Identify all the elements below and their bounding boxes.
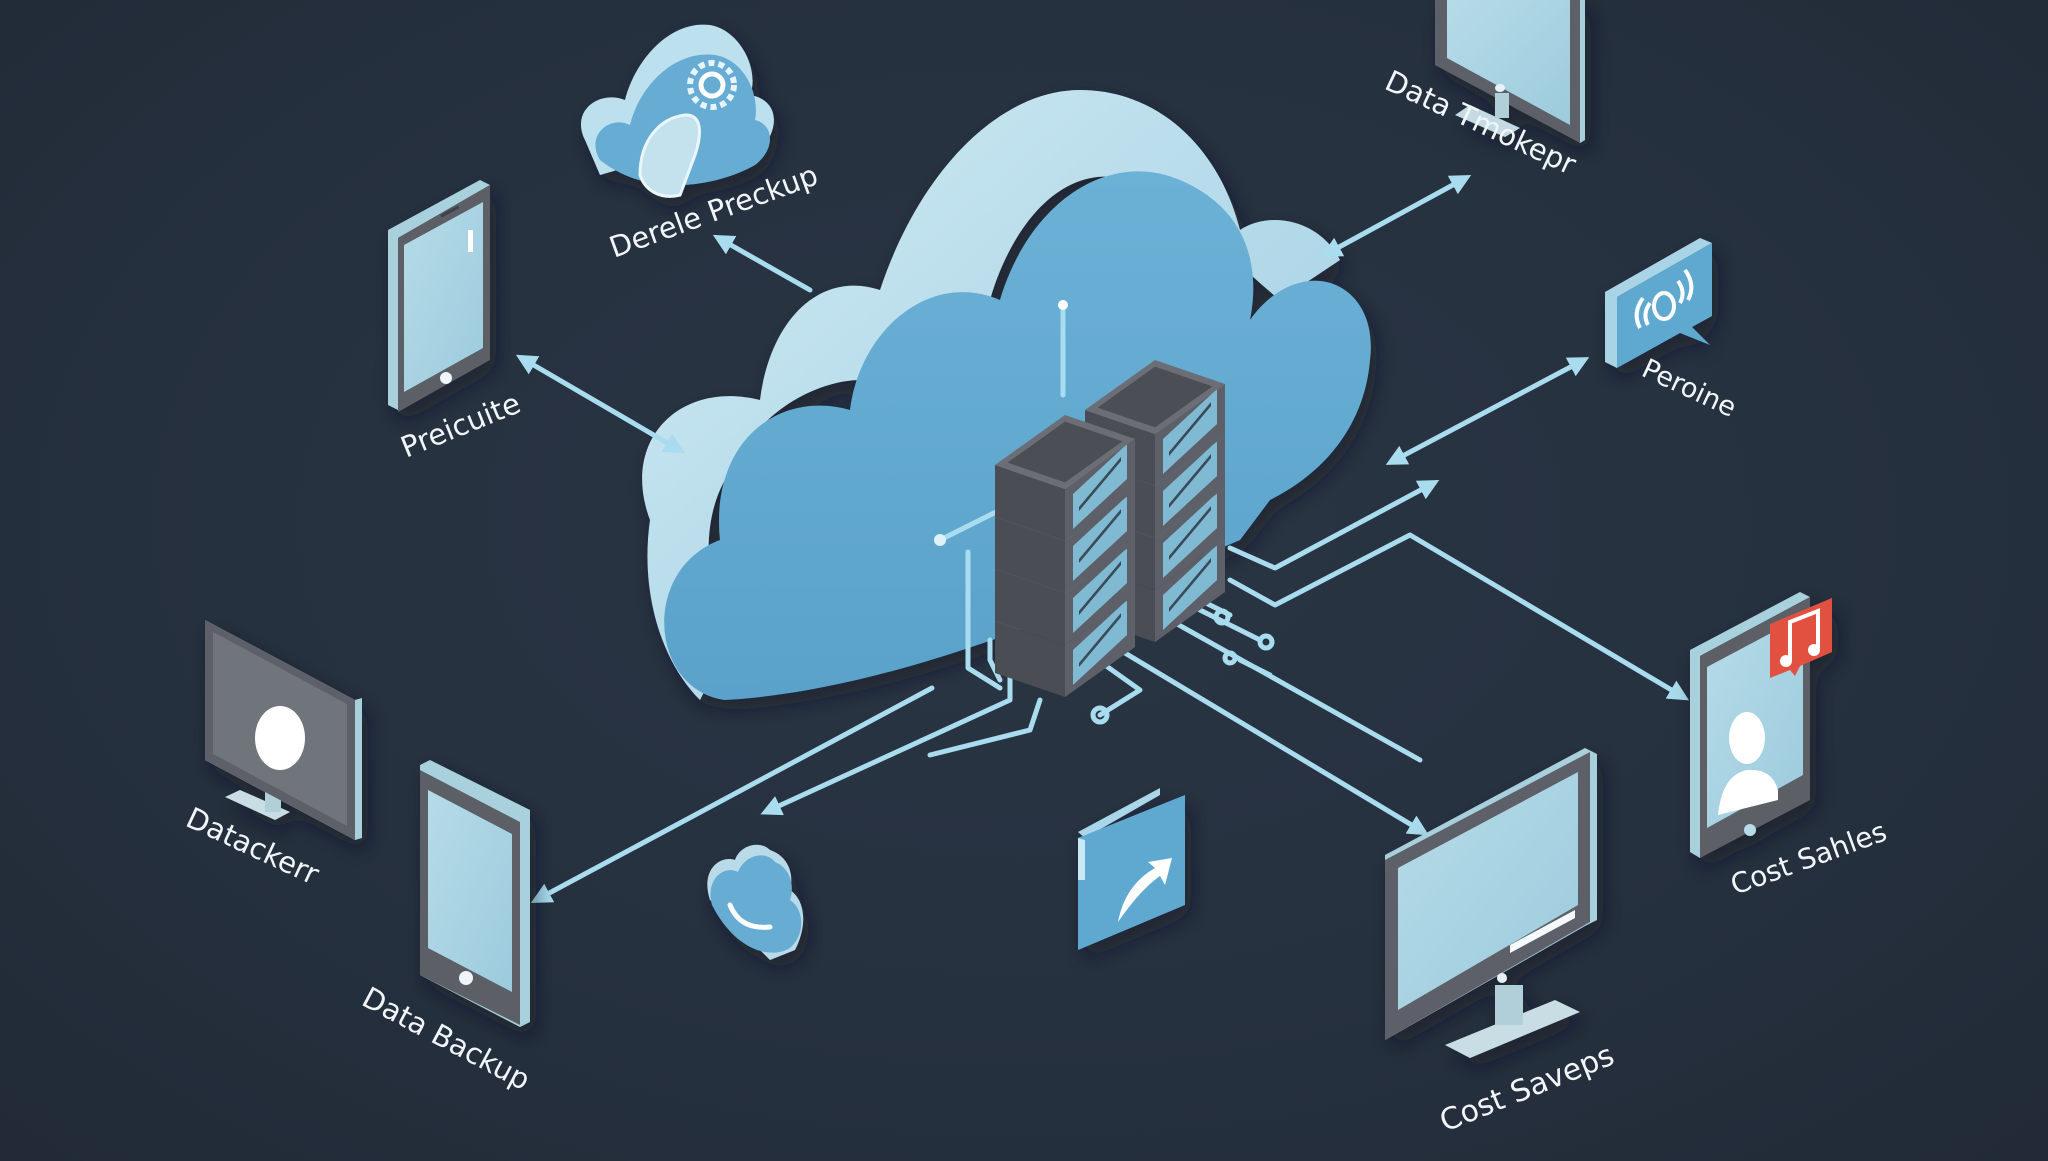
edge-top-left-cloud bbox=[712, 234, 813, 293]
cloud-gear-icon bbox=[580, 24, 774, 198]
edge-top-right-monitor bbox=[1320, 174, 1472, 258]
node-right-chat[interactable] bbox=[1605, 238, 1712, 368]
trace bbox=[927, 697, 1043, 758]
smartphone-icon bbox=[388, 180, 490, 412]
node-dot bbox=[934, 534, 946, 546]
server-status-panel bbox=[1163, 493, 1217, 578]
cloud-sync-icon bbox=[707, 844, 804, 960]
trace bbox=[965, 549, 1003, 691]
node-label-right-chat: Peroine bbox=[1637, 353, 1741, 423]
edge-left-phone bbox=[515, 354, 686, 454]
server-status-panel bbox=[1163, 389, 1217, 474]
server-status-panel bbox=[1163, 545, 1217, 630]
node-dot bbox=[1222, 650, 1238, 666]
tablet-user-icon bbox=[1690, 592, 1832, 858]
server-unit bbox=[995, 595, 1135, 697]
server-panel-line bbox=[1079, 613, 1121, 667]
server-panel-line bbox=[1079, 561, 1121, 615]
node-dot bbox=[1058, 300, 1068, 310]
server-unit bbox=[995, 491, 1135, 593]
node-top-left-cloud[interactable] bbox=[580, 24, 774, 198]
server-status-panel bbox=[1073, 496, 1127, 581]
edge-bottom-left-phone bbox=[530, 685, 935, 903]
server-top-inset bbox=[1097, 366, 1213, 428]
node-top-right-monitor[interactable] bbox=[1435, 0, 1585, 143]
trace bbox=[1227, 532, 1690, 701]
cloud-face bbox=[664, 171, 1371, 700]
server-column bbox=[995, 415, 1135, 697]
node-bottom-folder[interactable] bbox=[1078, 788, 1185, 950]
edge-right-chat bbox=[1385, 357, 1590, 465]
monitor-icon bbox=[1385, 748, 1597, 1058]
server-panel-line bbox=[1169, 558, 1211, 612]
node-bottom-cloud-sync[interactable] bbox=[707, 844, 804, 960]
server-top-inset bbox=[1007, 421, 1123, 483]
trace bbox=[1092, 655, 1143, 718]
folder-share-icon bbox=[1078, 788, 1185, 950]
server-left-face bbox=[995, 621, 1065, 697]
server-panel-line bbox=[1079, 509, 1121, 563]
node-dot bbox=[1213, 608, 1231, 626]
server-panel-line bbox=[1169, 506, 1211, 560]
trace bbox=[1197, 607, 1263, 643]
server-status-panel bbox=[1163, 441, 1217, 526]
trace bbox=[1237, 657, 1273, 678]
trace bbox=[1167, 617, 1423, 763]
server-rack-cluster bbox=[995, 360, 1225, 697]
node-bottom-left-phone[interactable] bbox=[420, 760, 530, 1027]
server-panel-line bbox=[1169, 402, 1211, 456]
smartphone-icon bbox=[420, 760, 530, 1027]
server-left-face bbox=[995, 465, 1065, 541]
chat-bubble-icon bbox=[1605, 238, 1712, 368]
node-right-tablet[interactable] bbox=[1690, 592, 1832, 858]
server-panel-line bbox=[1169, 454, 1211, 508]
music-notification-badge bbox=[1770, 598, 1832, 678]
server-unit bbox=[995, 415, 1135, 541]
node-left-phone[interactable] bbox=[388, 180, 490, 412]
server-panel-line bbox=[1079, 457, 1121, 511]
node-bottom-left-monitor[interactable] bbox=[205, 620, 362, 840]
trace bbox=[1117, 647, 1430, 836]
trace bbox=[937, 507, 1003, 543]
server-left-face bbox=[995, 517, 1065, 593]
node-label-bottom-left-monitor: Datackerr bbox=[181, 801, 324, 892]
node-dot bbox=[1257, 633, 1275, 651]
trace bbox=[1227, 480, 1440, 571]
server-left-face bbox=[995, 569, 1065, 645]
server-status-panel bbox=[1073, 600, 1127, 685]
node-dot bbox=[1090, 705, 1110, 725]
node-bottom-right-monitor[interactable] bbox=[1385, 748, 1597, 1058]
server-unit bbox=[995, 543, 1135, 645]
monitor-icon bbox=[1435, 0, 1585, 143]
monitor-icon bbox=[205, 620, 362, 840]
server-status-panel bbox=[1073, 548, 1127, 633]
central-cloud bbox=[642, 90, 1371, 700]
server-status-panel bbox=[1073, 444, 1127, 529]
